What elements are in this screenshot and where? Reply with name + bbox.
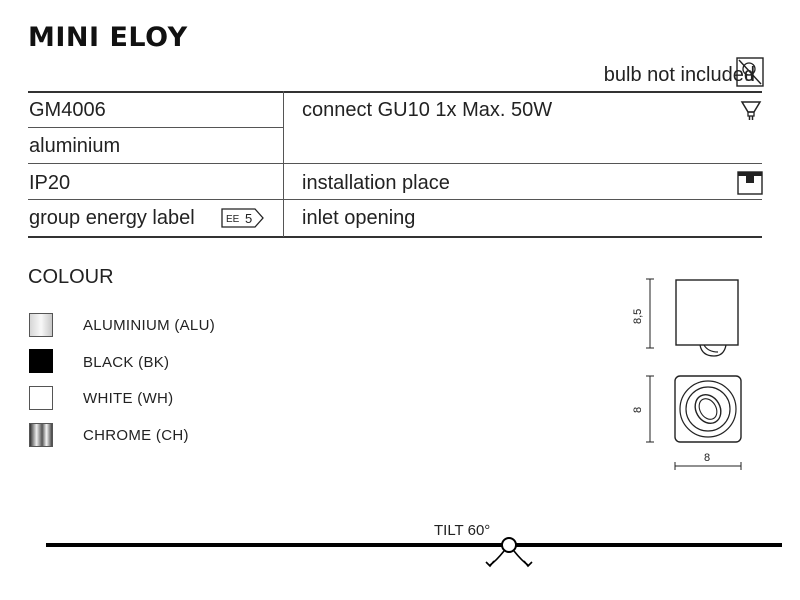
table-row-divider bbox=[28, 163, 762, 164]
technical-drawing: 8,5 8 8 bbox=[632, 278, 742, 470]
colour-label-chrome: CHROME (CH) bbox=[83, 427, 189, 444]
white-swatch bbox=[29, 386, 53, 410]
bulb-not-included-icon bbox=[736, 57, 764, 87]
colour-heading: COLOUR bbox=[28, 266, 114, 288]
chrome-swatch bbox=[29, 423, 53, 447]
top-view-drawing: 8 8 bbox=[632, 375, 742, 470]
depth-dimension: 8 bbox=[632, 407, 644, 413]
energy-badge-prefix: EE bbox=[226, 214, 240, 225]
tilt-label: TILT 60° bbox=[434, 522, 491, 539]
bulb-note: bulb not included bbox=[603, 64, 755, 86]
tilt-diagram bbox=[46, 537, 782, 568]
connection-spec: connect GU10 1x Max. 50W bbox=[302, 99, 553, 121]
table-bottom-line bbox=[28, 236, 762, 238]
width-dimension: 8 bbox=[704, 452, 710, 464]
colour-label-white: WHITE (WH) bbox=[83, 390, 174, 407]
material: aluminium bbox=[29, 135, 121, 157]
table-row-divider bbox=[28, 199, 762, 200]
table-row-divider bbox=[28, 127, 283, 128]
table-top-line bbox=[28, 91, 762, 93]
height-dimension: 8,5 bbox=[632, 309, 644, 324]
aluminium-swatch bbox=[29, 313, 53, 337]
installation-place-label: installation place bbox=[302, 172, 450, 194]
product-title: MINI ELOY bbox=[28, 22, 188, 53]
product-code: GM4006 bbox=[29, 99, 106, 121]
energy-label-label: group energy label bbox=[29, 207, 195, 229]
energy-label-badge: EE 5 bbox=[221, 208, 264, 228]
ceiling-surface-icon bbox=[737, 171, 763, 195]
table-column-divider bbox=[283, 91, 284, 237]
ip-rating: IP20 bbox=[29, 172, 71, 194]
black-swatch bbox=[29, 349, 53, 373]
colour-label-black: BLACK (BK) bbox=[83, 354, 170, 371]
inlet-opening-label: inlet opening bbox=[302, 207, 416, 229]
gu10-bulb-icon bbox=[740, 101, 762, 120]
colour-label-aluminium: ALUMINIUM (ALU) bbox=[83, 317, 216, 334]
tilt-pivot-icon bbox=[501, 537, 517, 553]
side-view-drawing: 8,5 bbox=[632, 278, 739, 357]
energy-badge-value: 5 bbox=[245, 211, 252, 226]
